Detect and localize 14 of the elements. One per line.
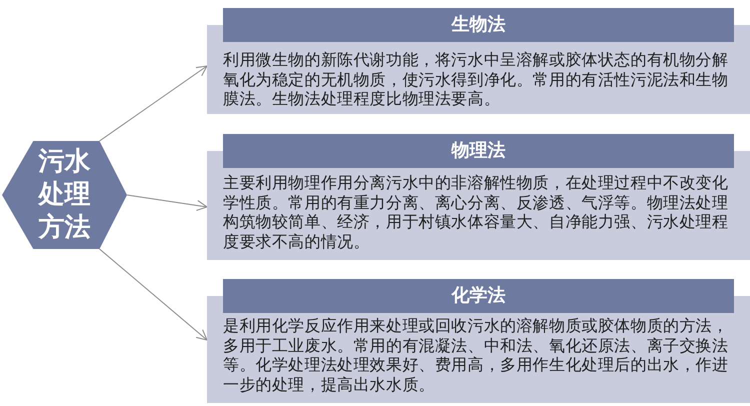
card-body-text: 主要利用物理作用分离污水中的非溶解性物质，在处理过程中不改变化学性质。常用的有重力分离、离心分离、反渗透、气浮等。物理法处理构筑物较简单、经济，用于村镇水体容量大、自净能力强、污水处理程度要求不高的情况。 <box>223 173 730 252</box>
card-body-text: 是利用化学反应作用来处理或回收污水的溶解物质或胶体物质的方法，多用于工业废水。常用的有混凝法、中和法、氧化还原法、离子交换法等。化学处理法处理效果好、费用高，多用作生化处理后的出水，作进一步的处理，提高出水水质。 <box>223 316 730 394</box>
arrow <box>99 248 208 340</box>
method-card <box>207 279 750 403</box>
card-heading: 生物法 <box>223 8 734 42</box>
method-card <box>207 8 750 114</box>
method-card <box>207 134 750 260</box>
hexagon-title: 污水处理方法 <box>38 146 90 244</box>
card-heading: 化学法 <box>223 279 734 313</box>
card-body-text: 利用微生物的新陈代谢功能，将污水中呈溶解或胶体状态的有机物分解氧化为稳定的无机物质，使污水得到净化。常用的有活性污泥法和生物膜法。生物法处理程度比物理法要高。 <box>223 50 730 109</box>
arrow <box>99 66 208 142</box>
hexagon-node <box>2 141 127 249</box>
card-heading: 物理法 <box>223 134 734 168</box>
arrow <box>126 194 208 211</box>
